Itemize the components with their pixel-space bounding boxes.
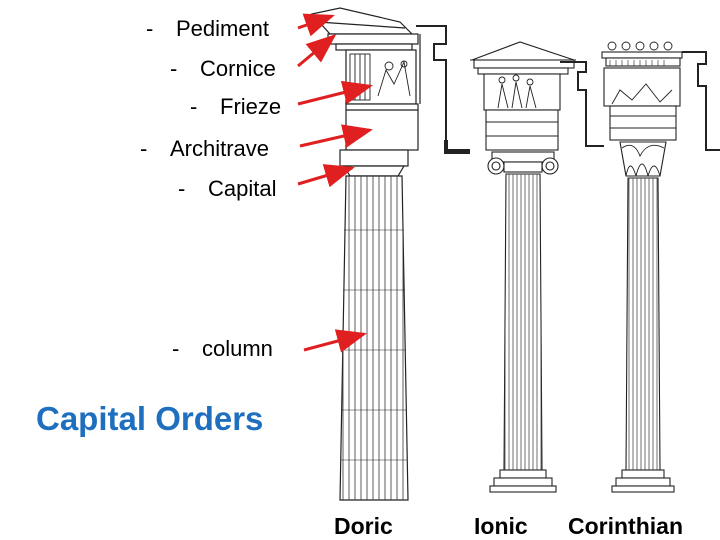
label-frieze: -Frieze: [190, 94, 282, 119]
arrow-architrave: [299, 124, 373, 148]
diagram-title: Capital Orders: [36, 400, 264, 437]
arrow-column: [303, 329, 367, 353]
arrow-pediment: [297, 13, 335, 37]
ionic-order-drawing: [470, 41, 604, 493]
arrow-capital: [297, 164, 355, 188]
label-cornice: -Cornice: [170, 56, 276, 81]
order-label-doric: Doric: [334, 513, 393, 539]
label-column: -column: [172, 336, 273, 361]
label-capital: -Capital: [178, 176, 277, 201]
arrow-cornice: [297, 34, 337, 68]
doric-order-drawing: [310, 7, 470, 501]
order-label-ionic: Ionic: [474, 513, 528, 539]
label-pediment: -Pediment: [146, 16, 269, 41]
corinthian-order-drawing: [601, 41, 720, 493]
order-label-corinthian: Corinthian: [568, 513, 683, 539]
label-architrave: -Architrave: [140, 136, 270, 161]
arrow-frieze: [297, 80, 373, 106]
